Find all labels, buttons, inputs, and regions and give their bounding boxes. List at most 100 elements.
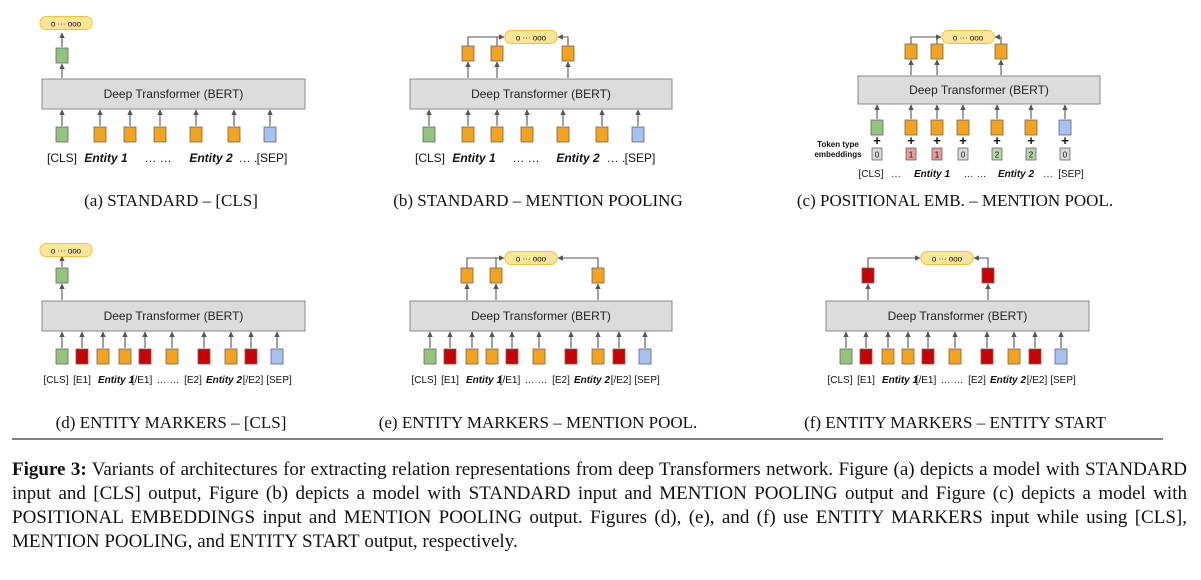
input-token-blue xyxy=(1054,348,1068,365)
input-token-orange xyxy=(153,126,167,143)
token-label-entity1: Entity 1 xyxy=(882,375,919,386)
output-token-mention xyxy=(561,45,575,62)
token-type-embedding xyxy=(1059,147,1071,161)
input-token-green xyxy=(839,348,853,365)
token-label-e2-marker: [E2] xyxy=(184,375,202,386)
input-token-orange xyxy=(465,348,479,365)
input-token-orange xyxy=(165,348,179,365)
figure-caption: Figure 3: Variants of architectures for … xyxy=(12,458,1187,554)
token-type-embedding xyxy=(991,147,1003,161)
figure-caption-label: Figure 3: xyxy=(12,459,87,480)
plus-sign: + xyxy=(1027,133,1035,148)
input-token-green xyxy=(422,126,436,143)
input-token-orange xyxy=(227,126,241,143)
transformer-label: Deep Transformer (BERT) xyxy=(909,83,1049,97)
panel-f-caption: (f) ENTITY MARKERS – ENTITY START xyxy=(804,413,1106,432)
input-token-orange xyxy=(881,348,895,365)
output-vector-e xyxy=(504,251,558,265)
token-label-ellipsis: … … xyxy=(144,151,171,165)
token-label-e2-end-marker: [/E2] xyxy=(243,375,264,386)
output-vector-c xyxy=(941,30,995,44)
pool-arrow-e2 xyxy=(557,255,599,268)
token-label-e2-marker: [E2] xyxy=(968,375,986,386)
caption-text-run: , and xyxy=(187,531,230,552)
input-token-blue xyxy=(1058,119,1072,136)
output-vector-dots: o ··· ooo xyxy=(953,34,984,43)
pool-arrow-e2 xyxy=(557,34,569,46)
plus-sign: + xyxy=(907,133,915,148)
input-token-orange xyxy=(556,126,570,143)
token-label-entity1: Entity 1 xyxy=(98,375,135,386)
token-label-entity2: Entity 2 xyxy=(206,375,243,386)
transformer-label: Deep Transformer (BERT) xyxy=(104,309,244,323)
output-vector-dots: o ··· ooo xyxy=(932,255,963,264)
input-token-red xyxy=(244,348,258,365)
input-token-orange xyxy=(461,126,475,143)
token-label-entity2: Entity 2 xyxy=(998,169,1035,180)
token-label-entity1: Entity 1 xyxy=(84,151,128,165)
token-type-id: 1 xyxy=(935,151,940,160)
output-token-mention xyxy=(994,43,1008,60)
token-label-sep: [SEP] xyxy=(625,151,656,165)
input-token-orange xyxy=(591,348,605,365)
entity-start-arrow-e2 xyxy=(973,255,989,268)
input-token-orange xyxy=(490,126,504,143)
token-label-e1-marker: [E1] xyxy=(441,375,459,386)
input-token-orange xyxy=(485,348,499,365)
caption-smallcaps-term: MENTION POOLING xyxy=(12,531,188,552)
token-label-ellipsis: … … xyxy=(512,151,539,165)
transformer-label: Deep Transformer (BERT) xyxy=(888,309,1028,323)
input-token-orange xyxy=(123,126,137,143)
panel-b-caption: (b) STANDARD – MENTION POOLING xyxy=(393,191,683,210)
token-label-entity2: Entity 2 xyxy=(556,151,600,165)
token-label-e2-marker: [E2] xyxy=(552,375,570,386)
output-token-mention xyxy=(591,267,605,284)
panel-d-caption: (d) ENTITY MARKERS – [CLS] xyxy=(56,413,287,432)
token-type-embedding xyxy=(957,147,969,161)
token-label-e2-end-marker: [/E2] xyxy=(1027,375,1048,386)
caption-text-run: input and xyxy=(570,483,660,504)
pool-arrow-e1 xyxy=(466,255,505,268)
token-label-entity1: Entity 1 xyxy=(914,169,951,180)
input-token-red xyxy=(75,348,89,365)
transformer-label: Deep Transformer (BERT) xyxy=(471,87,611,101)
token-label-sep: [SEP] xyxy=(266,375,292,386)
input-token-red xyxy=(505,348,519,365)
plus-sign: + xyxy=(959,133,967,148)
plus-sign: + xyxy=(873,133,881,148)
input-token-orange xyxy=(118,348,132,365)
token-label-ellipsis: … . xyxy=(239,151,258,165)
transformer-box-e xyxy=(409,300,673,332)
token-type-id: 2 xyxy=(1029,151,1034,160)
input-token-orange xyxy=(595,126,609,143)
token-label-cls: [CLS] xyxy=(827,375,852,386)
input-token-red xyxy=(921,348,935,365)
token-label-e1-end-marker: [/E1] xyxy=(132,375,153,386)
output-vector-dots: o ··· ooo xyxy=(51,247,82,256)
transformer-label: Deep Transformer (BERT) xyxy=(471,309,611,323)
token-label-e1-marker: [E1] xyxy=(73,375,91,386)
entity-start-arrow-e1 xyxy=(867,255,921,268)
token-label-entity1: Entity 1 xyxy=(466,375,503,386)
token-label-entity1: Entity 1 xyxy=(452,151,496,165)
output-token-cls xyxy=(55,267,69,284)
panel-a-caption: (a) STANDARD – [CLS] xyxy=(84,191,258,210)
plus-sign: + xyxy=(1061,133,1069,148)
transformer-box-d xyxy=(41,300,306,332)
caption-text-run: output, respectively. xyxy=(359,531,518,552)
caption-smallcaps-term: MENTION POOLING xyxy=(659,483,838,504)
input-token-orange xyxy=(1007,348,1021,365)
token-label-ellipsis: … … xyxy=(964,169,987,180)
pool-arrow-e2 xyxy=(994,34,1002,44)
token-label-sep: [SEP] xyxy=(1050,375,1076,386)
token-label-entity2: Entity 2 xyxy=(189,151,233,165)
input-token-red xyxy=(1028,348,1042,365)
token-type-embedding xyxy=(871,147,883,161)
token-type-embedding xyxy=(1025,147,1037,161)
caption-text-run: input and xyxy=(255,507,344,528)
input-token-red xyxy=(564,348,578,365)
input-token-red xyxy=(197,348,211,365)
plus-sign: + xyxy=(993,133,1001,148)
input-token-green xyxy=(870,119,884,136)
token-label-cls: [CLS] xyxy=(43,375,68,386)
